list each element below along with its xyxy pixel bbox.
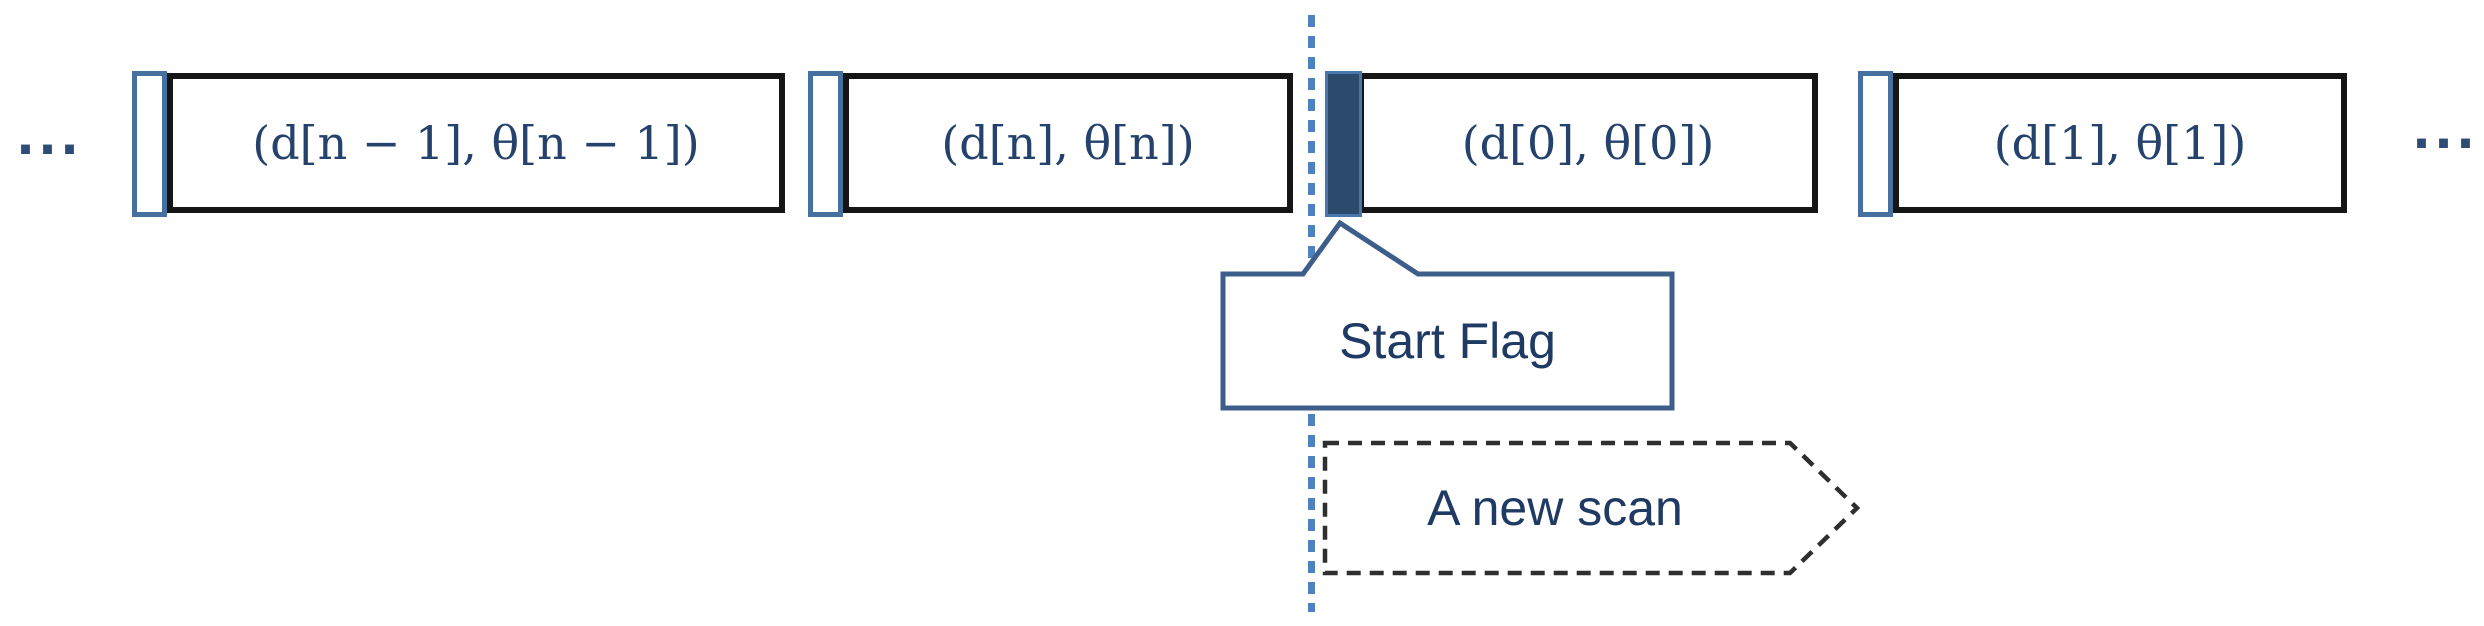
start-flag-callout-outline [1220, 219, 1675, 411]
start-flag-label: Start Flag [1339, 313, 1556, 369]
packet-label: (d[1], θ[1]) [1993, 116, 2247, 170]
packet-header-cell [132, 71, 167, 217]
packet-header-cell [1858, 71, 1893, 217]
new-scan-arrow-outline [1322, 440, 1861, 576]
new-scan-arrow: A new scan [1325, 443, 1785, 573]
packet-box: (d[1], θ[1]) [1893, 73, 2347, 213]
packet-box: (d[n − 1], θ[n − 1]) [167, 73, 785, 213]
new-scan-arrow-shape [1322, 440, 1861, 576]
packet-header-cell [808, 71, 843, 217]
ellipsis-right: ... [2412, 102, 2478, 160]
packet-label: (d[n − 1], θ[n − 1]) [252, 116, 700, 170]
ellipsis-left: ... [16, 108, 82, 166]
packet-box: (d[n], θ[n]) [843, 73, 1293, 213]
callout-pointer [1220, 219, 1675, 411]
start-flag-callout: Start Flag [1223, 274, 1672, 408]
packet-box: (d[0], θ[0]) [1358, 73, 1818, 213]
packet-label: (d[n], θ[n]) [941, 116, 1195, 170]
packet-label: (d[0], θ[0]) [1461, 116, 1715, 170]
new-scan-label: A new scan [1427, 480, 1683, 536]
start-flag-marker [1325, 71, 1362, 217]
